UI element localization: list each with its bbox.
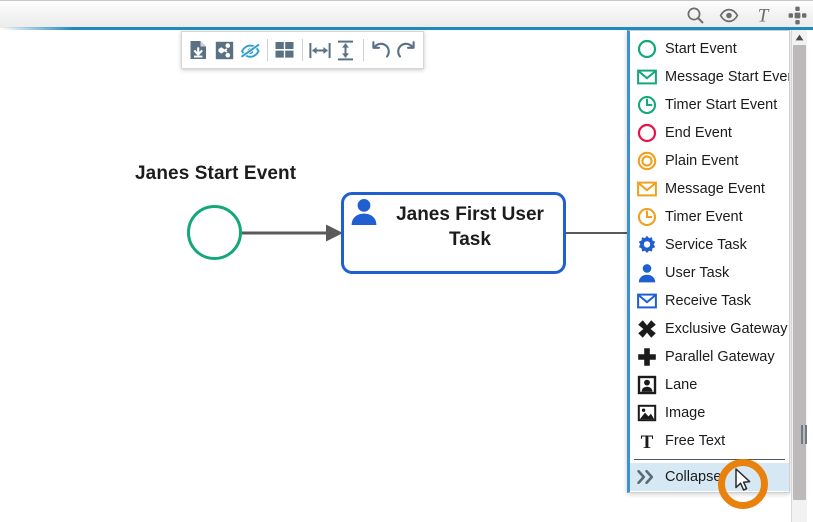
clock-icon <box>636 94 658 116</box>
gear-icon <box>636 234 658 256</box>
grid-icon[interactable] <box>274 37 296 63</box>
palette-scrollbar[interactable] <box>791 30 807 522</box>
undo-icon[interactable] <box>370 37 392 63</box>
palette-item-lane[interactable]: Lane <box>630 371 789 399</box>
envelope-icon <box>636 66 658 88</box>
user-task-node[interactable] <box>341 192 566 274</box>
header-tool-group: T <box>685 2 807 28</box>
palette-separator <box>634 459 785 460</box>
diagram-canvas[interactable]: Janes Start Event Janes First User Task … <box>0 30 795 522</box>
search-icon[interactable] <box>685 5 705 25</box>
palette-item-parallel-gateway[interactable]: Parallel Gateway <box>630 343 789 371</box>
header-accent-line <box>0 27 813 30</box>
circle-icon <box>636 38 658 60</box>
svg-text:T: T <box>641 432 654 451</box>
palette-item-label: Start Event <box>665 41 737 57</box>
palette-item-label: Free Text <box>665 433 726 449</box>
palette-item-label: Timer Start Event <box>665 97 778 113</box>
palette-item-service-task[interactable]: Service Task <box>630 231 789 259</box>
start-event-label: Janes Start Event <box>135 163 297 184</box>
palette-item-timer-start-event[interactable]: Timer Start Event <box>630 91 789 119</box>
palette-item-label: Image <box>665 405 706 421</box>
palette-item-label: Message Event <box>665 181 765 197</box>
palette-item-exclusive-gateway[interactable]: Exclusive Gateway <box>630 315 789 343</box>
envelope-icon <box>636 290 658 312</box>
move-icon[interactable] <box>787 5 807 25</box>
person-icon <box>636 262 658 284</box>
palette-item-label: Receive Task <box>665 293 751 309</box>
outgoing-flow-line <box>566 232 628 234</box>
envelope-icon <box>636 178 658 200</box>
free-text-icon: T <box>636 430 658 452</box>
palette-item-message-start-event[interactable]: Message Start Event <box>630 63 789 91</box>
diagram-floating-toolbar <box>181 31 424 69</box>
palette-item-label: Message Start Event <box>665 69 790 85</box>
palette-item-receive-task[interactable]: Receive Task <box>630 287 789 315</box>
double-circle-icon <box>636 150 658 172</box>
x-cross-icon <box>636 318 658 340</box>
user-task-label: Janes First User Task <box>396 204 544 250</box>
palette-item-label: Collapse <box>665 469 722 485</box>
sequence-flow-arrow <box>242 224 343 242</box>
share-icon[interactable] <box>213 37 235 63</box>
palette-item-message-event[interactable]: Message Event <box>630 175 789 203</box>
app-header-bar <box>0 0 813 28</box>
palette-item-label: Plain Event <box>665 153 739 169</box>
scroll-up-arrow-icon[interactable] <box>792 30 807 44</box>
palette-item-label: User Task <box>665 265 730 281</box>
lane-icon <box>636 374 658 396</box>
image-icon <box>636 402 658 424</box>
clock-icon <box>636 206 658 228</box>
distribute-vertical-icon[interactable] <box>335 37 357 63</box>
palette-item-label: Exclusive Gateway <box>665 321 788 337</box>
palette-item-free-text[interactable]: T Free Text <box>630 427 789 455</box>
circle-icon <box>636 122 658 144</box>
palette-item-label: Parallel Gateway <box>665 349 775 365</box>
person-icon <box>351 199 377 225</box>
hide-icon[interactable] <box>239 37 261 63</box>
plus-cross-icon <box>636 346 658 368</box>
palette-item-image[interactable]: Image <box>630 399 789 427</box>
palette-item-label: Timer Event <box>665 209 743 225</box>
chevron-double-right-icon <box>636 466 658 488</box>
text-icon[interactable]: T <box>753 5 773 26</box>
palette-item-label: End Event <box>665 125 732 141</box>
start-event-node[interactable] <box>187 205 242 260</box>
palette-item-user-task[interactable]: User Task <box>630 259 789 287</box>
redo-icon[interactable] <box>396 37 418 63</box>
palette-resize-handle[interactable] <box>801 424 809 444</box>
palette-item-label: Lane <box>665 377 698 393</box>
palette-item-end-event[interactable]: End Event <box>630 119 789 147</box>
palette-item-label: Service Task <box>665 237 747 253</box>
scrollbar-thumb[interactable] <box>793 45 806 500</box>
palette-item-start-event[interactable]: Start Event <box>630 35 789 63</box>
palette-item-timer-event[interactable]: Timer Event <box>630 203 789 231</box>
eye-icon[interactable] <box>719 5 739 25</box>
svg-text:T: T <box>758 6 770 26</box>
palette-item-collapse[interactable]: Collapse <box>630 463 789 491</box>
palette-item-plain-event[interactable]: Plain Event <box>630 147 789 175</box>
export-icon[interactable] <box>187 37 209 63</box>
distribute-horizontal-icon[interactable] <box>309 37 331 63</box>
